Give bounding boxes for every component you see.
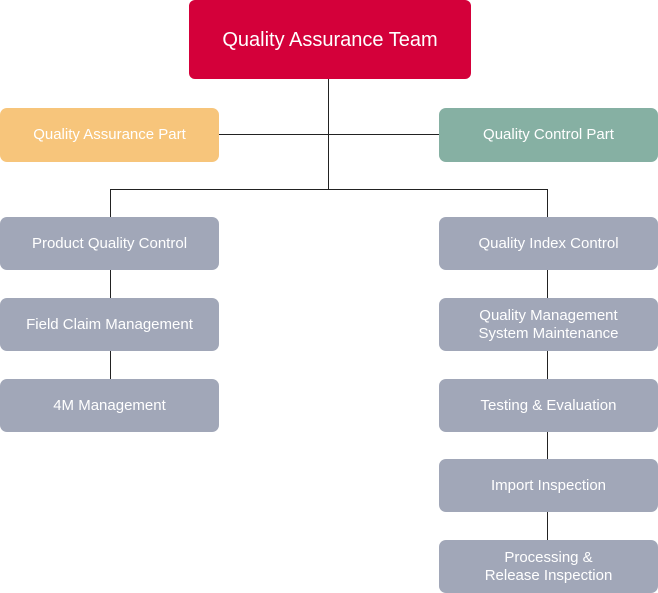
parts-connector-left <box>219 134 329 135</box>
task-label: 4M Management <box>53 396 166 414</box>
team-label: Quality Assurance Team <box>222 28 438 51</box>
task-box-testing-evaluation: Testing & Evaluation <box>439 379 658 432</box>
task-label: Field Claim Management <box>26 315 193 333</box>
branch-horizontal-line <box>110 189 548 190</box>
task-box-quality-management-system-maintenance: Quality Management System Maintenance <box>439 298 658 351</box>
task-label: Quality Management System Maintenance <box>478 306 619 342</box>
task-box-quality-index-control: Quality Index Control <box>439 217 658 270</box>
quality-assurance-part-box: Quality Assurance Part <box>0 108 219 162</box>
task-label: Import Inspection <box>490 476 607 494</box>
right-branch-drop <box>547 189 548 217</box>
qc-part-label: Quality Control Part <box>483 126 614 143</box>
task-label: Quality Index Control <box>478 234 619 252</box>
task-box-4m-management: 4M Management <box>0 379 219 432</box>
task-label: Testing & Evaluation <box>480 396 617 414</box>
task-box-field-claim-management: Field Claim Management <box>0 298 219 351</box>
task-label: Processing & Release Inspection <box>484 548 613 584</box>
task-box-product-quality-control: Product Quality Control <box>0 217 219 270</box>
task-box-processing-release-inspection: Processing & Release Inspection <box>439 540 658 593</box>
left-branch-drop <box>110 189 111 217</box>
quality-assurance-team-box: Quality Assurance Team <box>189 0 471 79</box>
quality-control-part-box: Quality Control Part <box>439 108 658 162</box>
task-box-import-inspection: Import Inspection <box>439 459 658 512</box>
parts-connector-right <box>328 134 439 135</box>
qa-part-label: Quality Assurance Part <box>33 126 186 143</box>
task-label: Product Quality Control <box>31 234 188 252</box>
